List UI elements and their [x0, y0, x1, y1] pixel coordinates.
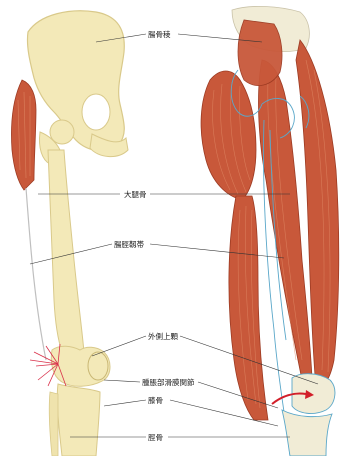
label-femur: 大腿骨: [124, 189, 147, 199]
left-skeleton: [11, 11, 128, 456]
label-iliac-crest: 腸骨稜: [148, 30, 171, 39]
label-tibia: 脛骨: [148, 433, 163, 442]
iliotibial-band-strip: [26, 188, 46, 360]
leader-patella-left: [104, 400, 146, 406]
right-tibia: [282, 410, 332, 456]
tensor-fasciae-latae: [11, 80, 36, 190]
leader-itb-right: [150, 244, 284, 258]
obturator-foramen: [82, 94, 110, 130]
patella-bone: [88, 352, 108, 380]
label-lateral-condyle: 外側上顆: [148, 331, 178, 341]
gluteus-muscle: [201, 71, 256, 200]
right-musculature: [201, 6, 339, 456]
label-synovial: 腫脹部滑膜関節: [142, 377, 195, 387]
leader-synovial-right: [198, 382, 278, 408]
label-patella: 膝骨: [148, 395, 163, 405]
leader-condyle-left: [92, 336, 146, 356]
labels: 腸骨稜 大腿骨 腸脛靱帯 外側上顆 腫脹部滑膜関節 膝骨 脛骨: [114, 30, 195, 442]
hip-muscle-upper: [238, 20, 282, 86]
femur-shaft: [48, 150, 84, 352]
tibia-bone: [57, 384, 100, 456]
hamstring-lateral: [229, 196, 268, 420]
label-iliotibial-band: 腸脛靱帯: [114, 239, 144, 249]
leader-synovial-left: [104, 380, 140, 382]
pelvis: [27, 11, 124, 151]
fibula-bone: [49, 392, 58, 456]
